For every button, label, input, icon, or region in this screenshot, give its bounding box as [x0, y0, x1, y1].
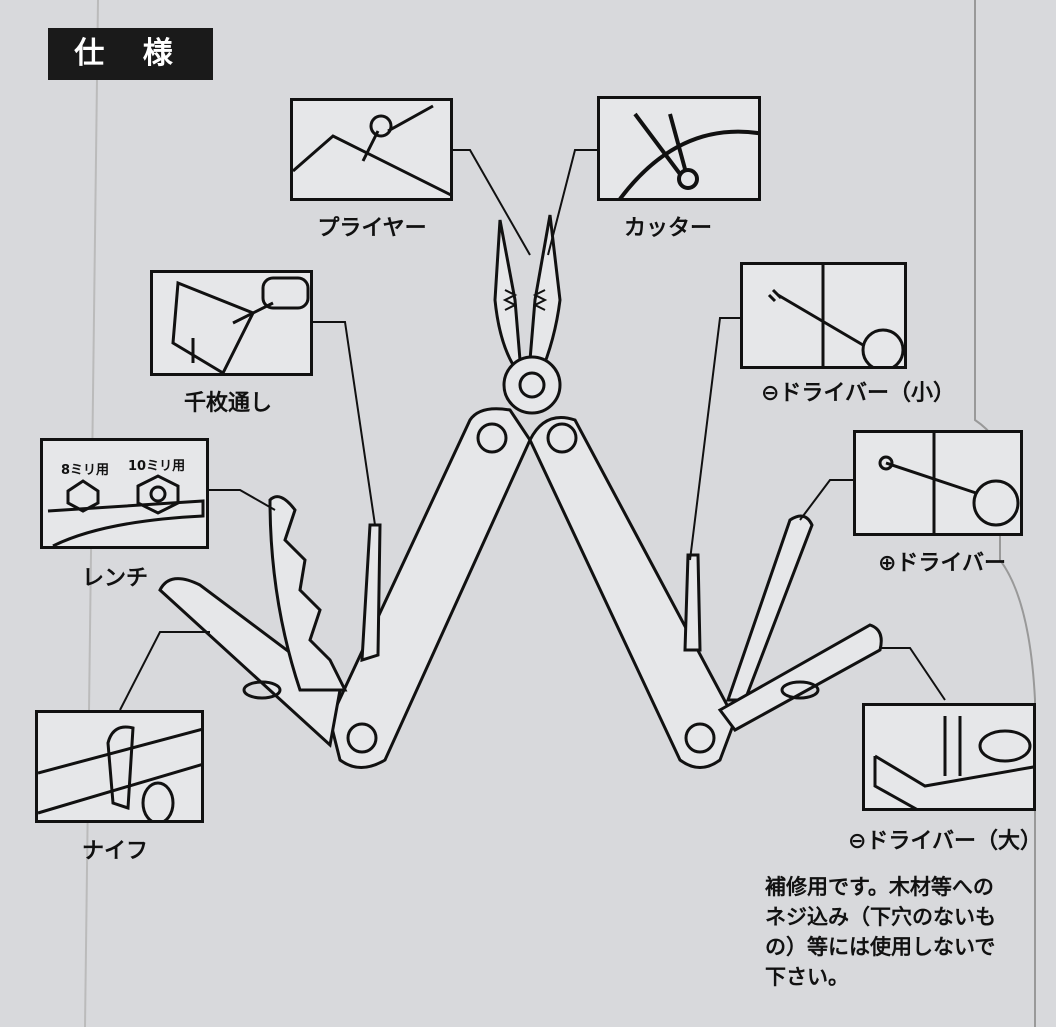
large-driver-illustration [862, 703, 1036, 811]
note-line: 補修用です。木材等への [765, 875, 994, 899]
wrench-illustration: 8ミリ用 10ミリ用 [40, 438, 209, 549]
spec-title: 仕 様 [48, 28, 213, 80]
wrench-10mm-label: 10ミリ用 [128, 459, 186, 474]
pliers-label: プライヤー [317, 216, 427, 241]
knife-illustration [35, 710, 204, 823]
cutter-illustration [597, 96, 761, 201]
wrench-8mm-label: 8ミリ用 [61, 463, 110, 478]
note-line: 下さい。 [765, 965, 849, 989]
small-driver-illustration [740, 262, 907, 369]
note-line: の）等には使用しないで [765, 935, 996, 959]
large-driver-label: ⊖ドライバー（大） [848, 829, 1042, 854]
plus-driver-label: ⊕ドライバー [878, 551, 1006, 576]
cutter-label: カッター [623, 216, 713, 241]
wrench-label: レンチ [81, 566, 149, 591]
note-line: ネジ込み（下穴のないも [765, 905, 996, 929]
plus-driver-illustration [853, 430, 1023, 536]
pliers-illustration [290, 98, 453, 201]
usage-note: 補修用です。木材等への ネジ込み（下穴のないも の）等には使用しないで 下さい。 [765, 872, 996, 992]
small-driver-label: ⊖ドライバー（小） [761, 381, 955, 406]
knife-label: ナイフ [81, 839, 149, 864]
awl-illustration [150, 270, 313, 376]
awl-label: 千枚通し [183, 391, 273, 416]
